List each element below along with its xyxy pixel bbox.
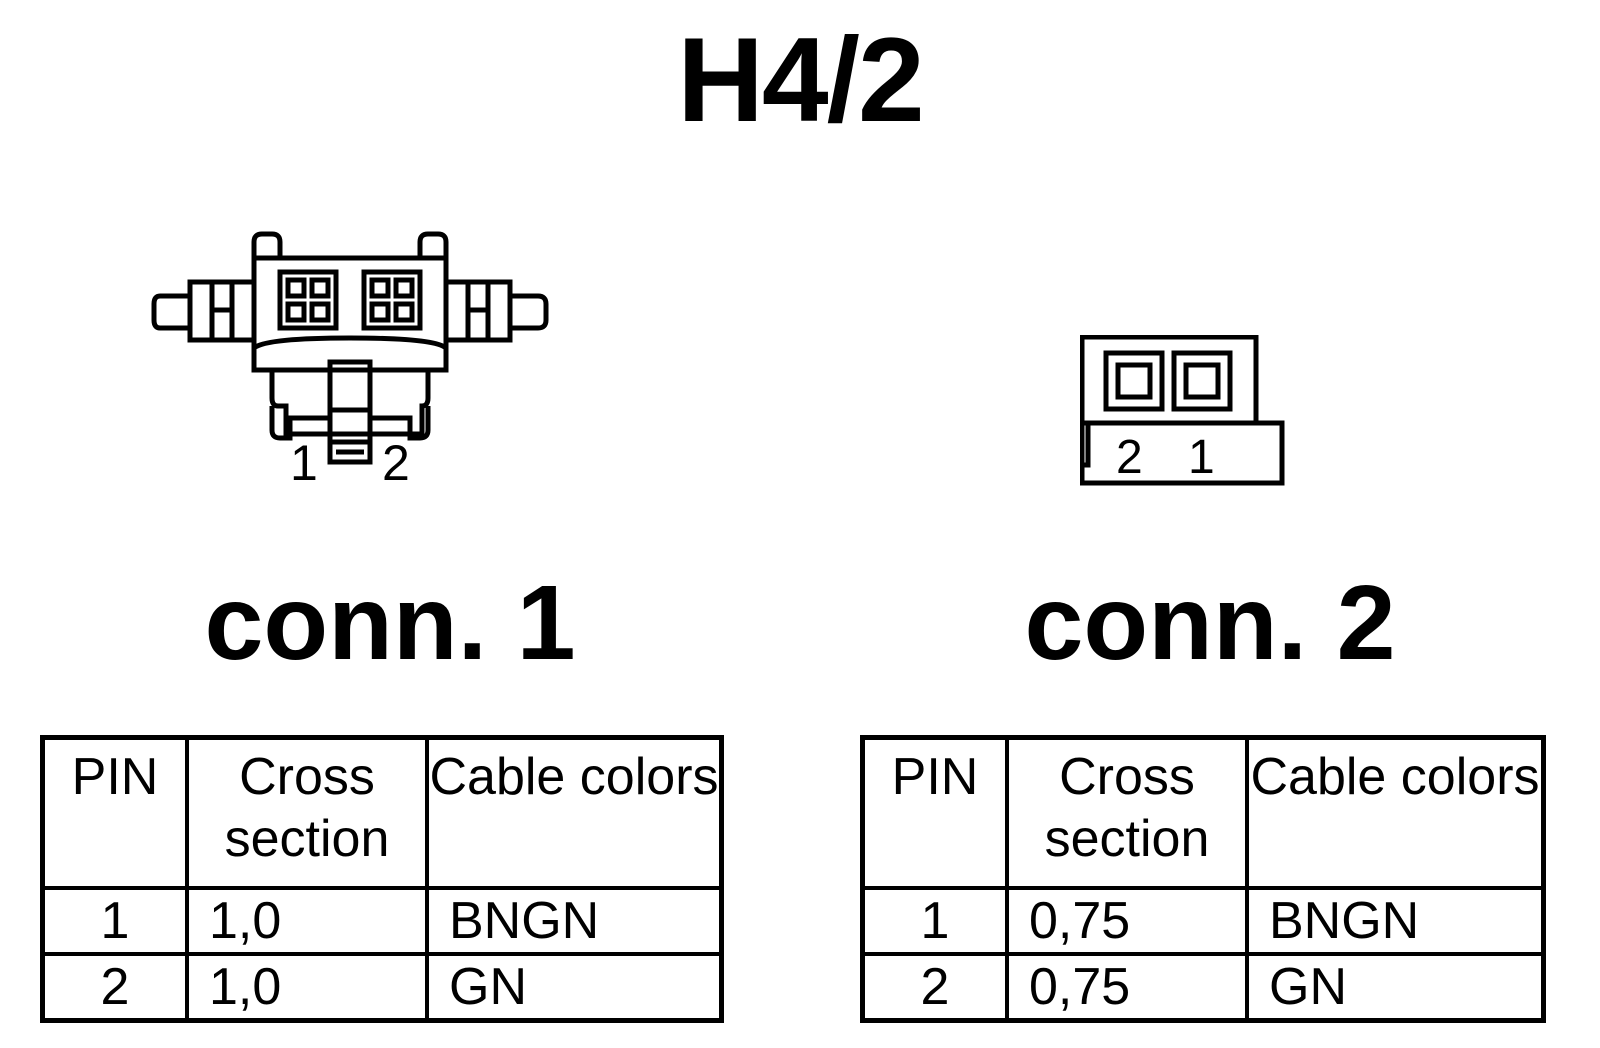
- connector-2-pin-table: PIN Cross section Cable colors 1 0,75 BN…: [860, 735, 1546, 1023]
- connector-1-pin-table: PIN Cross section Cable colors 1 1,0 BNG…: [40, 735, 724, 1023]
- column-header-pin: PIN: [40, 735, 189, 890]
- connector-1-cavity-2: [361, 269, 423, 331]
- connector-2-drawing: 2 1: [1080, 335, 1285, 486]
- cable-color-cell: BNGN: [1245, 886, 1546, 956]
- connector-2-tab: [1080, 423, 1091, 486]
- table-row: 1 1,0 BNGN: [40, 886, 724, 956]
- column-header-cross-section: Cross section: [1005, 735, 1249, 890]
- connector-2-label: conn. 2: [1024, 564, 1396, 682]
- column-header-cable-colors: Cable colors: [1245, 735, 1546, 890]
- connector-1-drawing: 1 2: [151, 231, 549, 491]
- table-row: 2 0,75 GN: [860, 952, 1546, 1023]
- pin-cell: 2: [40, 952, 189, 1023]
- pin-cell: 1: [40, 886, 189, 956]
- cable-color-cell: BNGN: [425, 886, 724, 956]
- table-header-row: PIN Cross section Cable colors: [860, 735, 1546, 890]
- table-row: 2 1,0 GN: [40, 952, 724, 1023]
- cable-color-cell: GN: [425, 952, 724, 1023]
- connector-1-label: conn. 1: [204, 564, 576, 682]
- pin-cell: 1: [860, 886, 1009, 956]
- pin-cell: 2: [860, 952, 1009, 1023]
- cross-section-cell: 1,0: [185, 952, 429, 1023]
- connector-2-cavity-2: [1103, 350, 1165, 412]
- connector-1-pin-label: 2: [382, 435, 410, 491]
- connector-2-cavity-1: [1171, 350, 1233, 412]
- cable-color-cell: GN: [1245, 952, 1546, 1023]
- column-header-cross-section: Cross section: [185, 735, 429, 890]
- connector-1-left-wing: [151, 279, 257, 343]
- connector-2-base: [1080, 420, 1285, 486]
- diagram-title: H4/2: [677, 13, 924, 147]
- connector-1-pin-label: 1: [290, 435, 318, 491]
- column-header-pin: PIN: [860, 735, 1009, 890]
- cross-section-cell: 0,75: [1005, 886, 1249, 956]
- table-row: 1 0,75 BNGN: [860, 886, 1546, 956]
- connector-1-right-wing: [443, 279, 549, 343]
- connector-2-pin-label: 2: [1116, 431, 1143, 484]
- connector-2-housing: [1080, 335, 1259, 426]
- cross-section-cell: 1,0: [185, 886, 429, 956]
- connector-1-cavity-1: [277, 269, 339, 331]
- column-header-cable-colors: Cable colors: [425, 735, 724, 890]
- table-header-row: PIN Cross section Cable colors: [40, 735, 724, 890]
- cross-section-cell: 0,75: [1005, 952, 1249, 1023]
- connector-1-body: [251, 255, 449, 373]
- connector-2-pin-label: 1: [1188, 431, 1215, 484]
